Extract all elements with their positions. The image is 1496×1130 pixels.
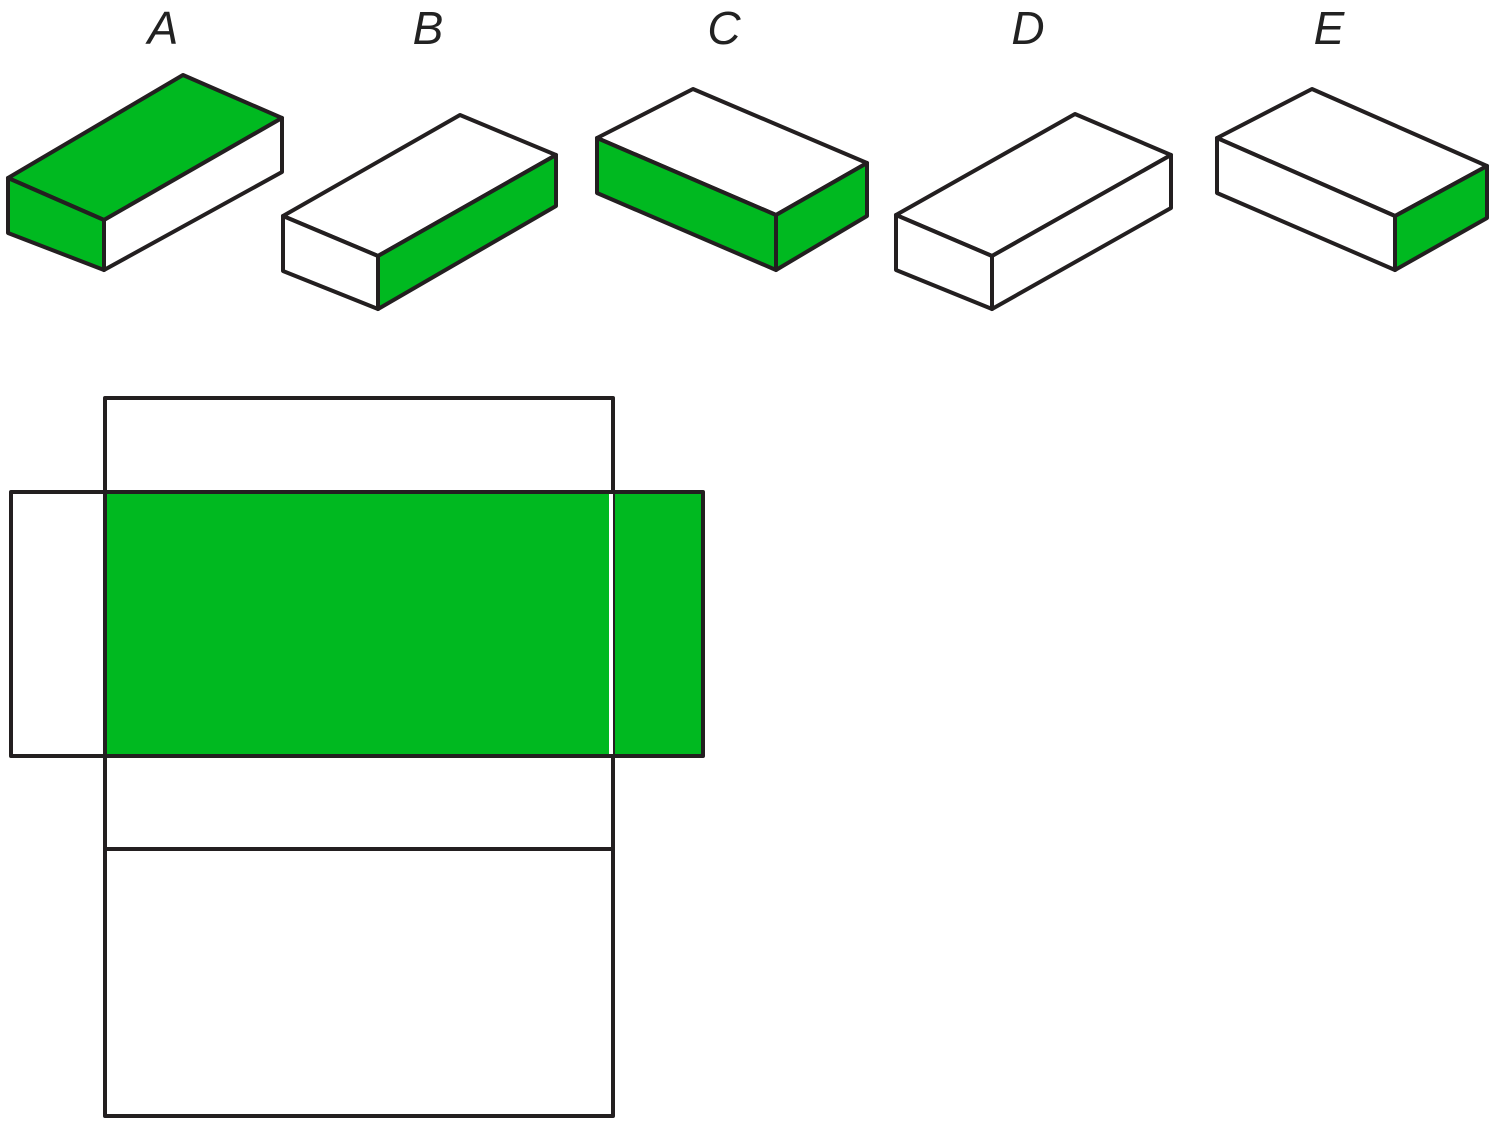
option-d-side-face <box>990 153 1173 311</box>
net-lower-flap <box>103 754 615 851</box>
option-e-side-face <box>1393 164 1489 272</box>
option-c-side-face <box>774 161 869 272</box>
net-left-flap <box>9 490 107 758</box>
net-center-face <box>103 490 615 758</box>
option-box-c[interactable] <box>595 87 869 272</box>
option-label-e: E <box>1314 2 1346 54</box>
option-box-b[interactable] <box>281 113 558 311</box>
net-top-flap <box>103 396 615 494</box>
net-right-flap <box>611 490 705 758</box>
net-bottom-face <box>103 847 615 1118</box>
option-box-d[interactable] <box>894 112 1173 311</box>
option-box-a[interactable] <box>6 73 284 272</box>
option-label-a: A <box>145 2 179 54</box>
option-box-e[interactable] <box>1215 87 1489 272</box>
option-b-side-face <box>376 153 558 311</box>
option-label-b: B <box>413 2 444 54</box>
box-net <box>9 396 705 1118</box>
option-label-d: D <box>1011 2 1044 54</box>
option-a-side-face <box>102 116 284 272</box>
option-label-c: C <box>707 2 741 54</box>
